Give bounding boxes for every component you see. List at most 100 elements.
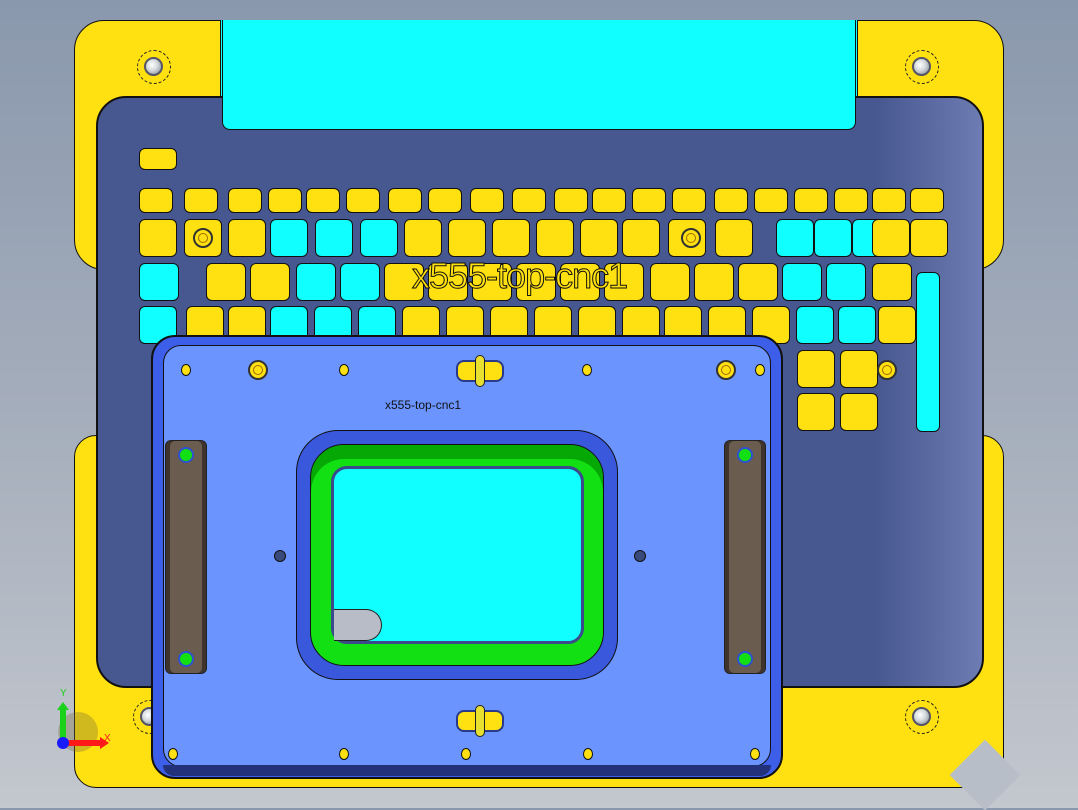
y-label: Y [60, 688, 67, 699]
keycap-cutout [516, 263, 556, 301]
x-axis-icon [62, 740, 102, 746]
y-axis-icon [60, 708, 66, 744]
keycap-cutout [592, 188, 626, 213]
pin-hole [582, 364, 592, 376]
keycap-cutout [814, 219, 852, 257]
keycap-cutout [388, 188, 422, 213]
clamp-bottom[interactable] [456, 705, 504, 737]
top-plate-edge [163, 765, 771, 776]
keycap-cutout [404, 219, 442, 257]
keycap-cutout [714, 188, 748, 213]
keycap-cutout [492, 219, 530, 257]
brass-insert [193, 228, 213, 248]
keycap-cutout [306, 188, 340, 213]
keycap-cutout [360, 219, 398, 257]
keycap-cutout [794, 188, 828, 213]
keycap-cutout [428, 188, 462, 213]
keycap-cutout [872, 219, 910, 257]
axis-triad[interactable]: Y X [48, 688, 118, 760]
keycap-cutout [838, 306, 876, 344]
keycap-cutout [672, 188, 706, 213]
keycap-cutout [754, 188, 788, 213]
brass-insert [248, 360, 268, 380]
keycap-cutout [448, 219, 486, 257]
pin-hole [750, 748, 760, 760]
x-arrow-icon [100, 737, 109, 749]
clamp-top[interactable] [456, 355, 504, 387]
keycap-cutout [139, 263, 179, 301]
keycap-cutout [797, 350, 835, 388]
keycap-cutout [694, 263, 734, 301]
plate-label: x555-top-cnc1 [385, 398, 462, 412]
y-arrow-icon [57, 702, 69, 710]
locator-hole [634, 550, 646, 562]
keycap-cutout [776, 219, 814, 257]
screw-top-left [137, 50, 171, 84]
keycap-cutout [910, 219, 948, 257]
keycap-cutout [797, 393, 835, 431]
keycap-cutout [796, 306, 834, 344]
keycap-cutout [536, 219, 574, 257]
brass-insert [877, 360, 897, 380]
keycap-cutout [738, 263, 778, 301]
keycap-cutout [296, 263, 336, 301]
keycap-cutout [715, 219, 753, 257]
screw-top-right [905, 50, 939, 84]
keycap-cutout [139, 219, 177, 257]
keycap-cutout [428, 263, 468, 301]
engraved-label-large: x555-top-cnc1 [411, 255, 628, 297]
pin-hole [339, 748, 349, 760]
pin-hole [339, 364, 349, 376]
keycap-cutout [384, 263, 424, 301]
keycap-cutout [650, 263, 690, 301]
brass-insert [716, 360, 736, 380]
locator-hole [274, 550, 286, 562]
keycap-cutout [826, 263, 866, 301]
keycap-cutout [472, 263, 512, 301]
keycap-cutout [560, 263, 600, 301]
keycap-cutout [512, 188, 546, 213]
keycap-cutout [346, 188, 380, 213]
keycap-cutout [315, 219, 353, 257]
keycap-cutout [206, 263, 246, 301]
brass-insert [681, 228, 701, 248]
keycap-cutout [782, 263, 822, 301]
keycap-cutout [872, 188, 906, 213]
keycap-cutout [228, 188, 262, 213]
keycap-cutout [139, 188, 173, 213]
keycap-cutout [268, 188, 302, 213]
keycap-cutout [632, 188, 666, 213]
pin-hole [181, 364, 191, 376]
pin-hole [583, 748, 593, 760]
pin-hole [461, 748, 471, 760]
keycap-cutout [270, 219, 308, 257]
handle-screw-icon [178, 447, 194, 463]
side-cutout [916, 272, 940, 432]
keycap-cutout [872, 263, 912, 301]
key-esc [139, 148, 177, 170]
z-axis-icon [57, 737, 69, 749]
keycap-cutout [604, 263, 644, 301]
handle-right[interactable] [724, 440, 766, 674]
keycap-cutout [554, 188, 588, 213]
keycap-cutout [470, 188, 504, 213]
keycap-cutout [840, 350, 878, 388]
keycap-cutout [228, 219, 266, 257]
top-cavity-overlay [222, 20, 856, 130]
keycap-cutout [250, 263, 290, 301]
handle-screw-icon [737, 651, 753, 667]
keycap-cutout [840, 393, 878, 431]
keycap-cutout [184, 188, 218, 213]
keycap-cutout [878, 306, 916, 344]
keycap-cutout [622, 219, 660, 257]
handle-left[interactable] [165, 440, 207, 674]
handle-screw-icon [737, 447, 753, 463]
x-label: X [104, 733, 111, 744]
pin-hole [755, 364, 765, 376]
screw-bottom-right [905, 700, 939, 734]
handle-screw-icon [178, 651, 194, 667]
pocket-notch [334, 609, 382, 641]
keycap-cutout [580, 219, 618, 257]
keycap-cutout [910, 188, 944, 213]
keycap-cutout [834, 188, 868, 213]
